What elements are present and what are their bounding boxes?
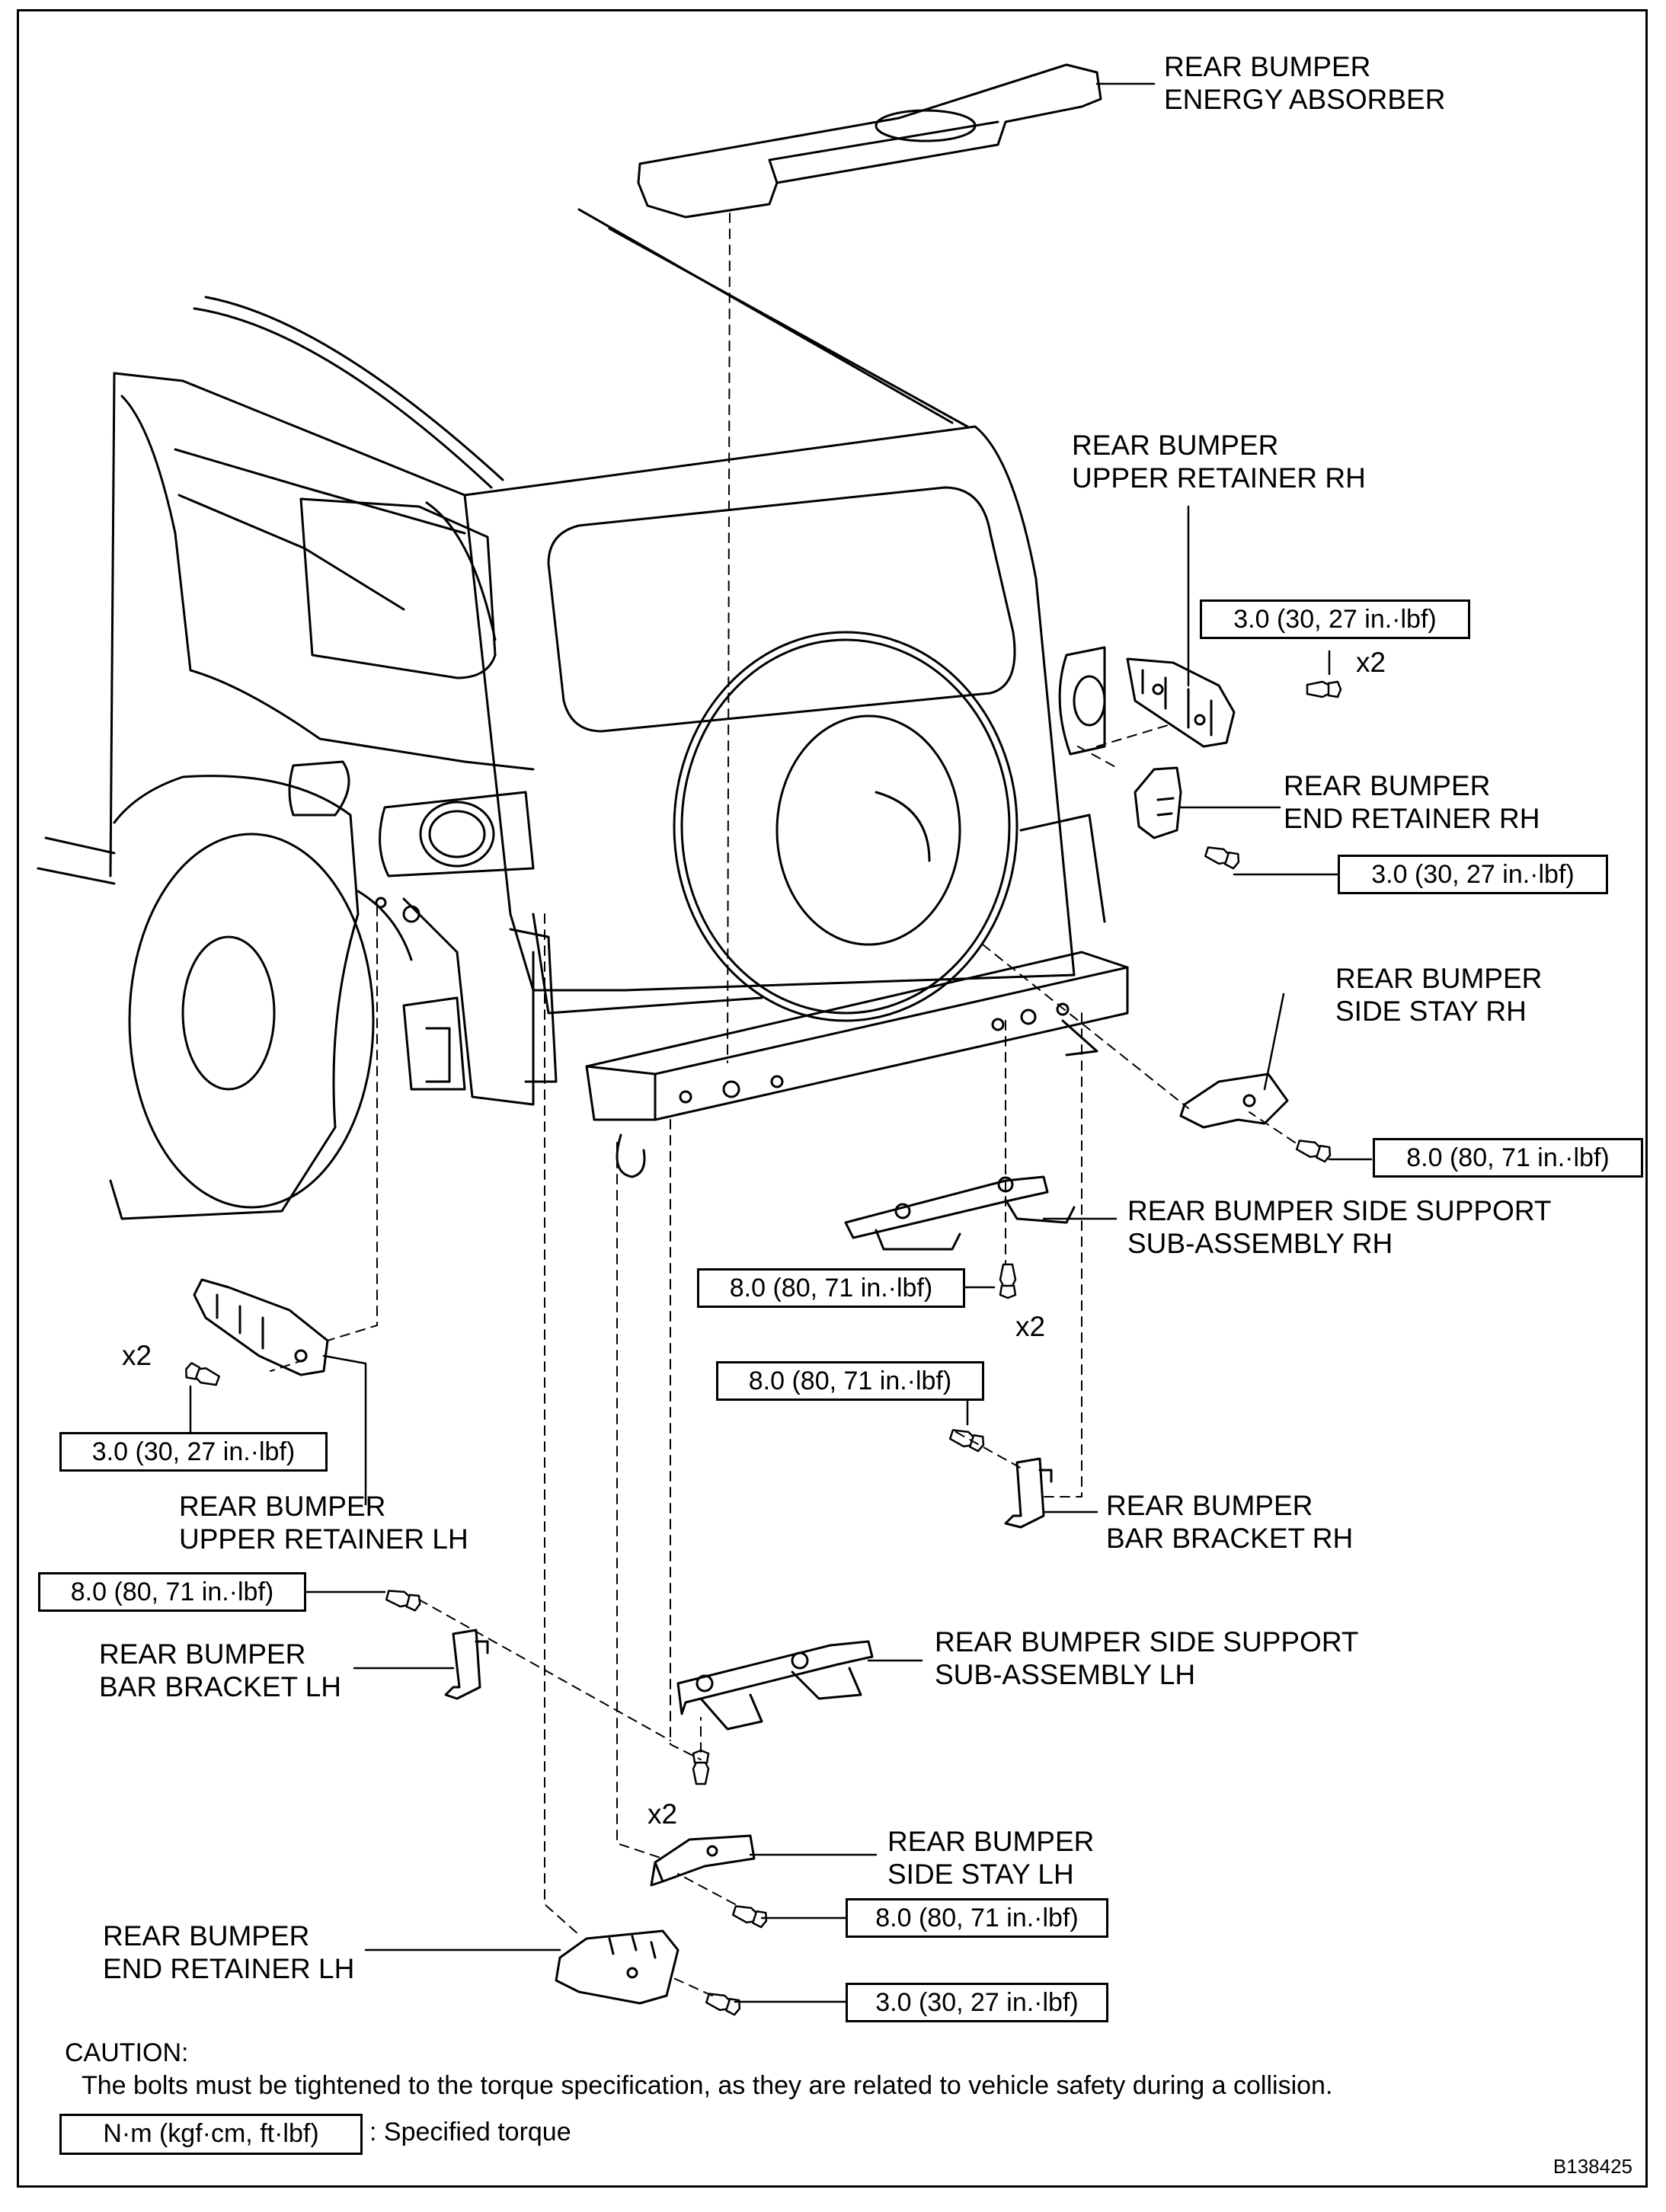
figure-number: B138425 [1552, 2155, 1632, 2178]
alignment-lines [270, 213, 1296, 1996]
upper-retainer-rh-part [1126, 657, 1236, 748]
torque-box-side-stay-rh: 8.0 (80, 71 in.·lbf) [1373, 1138, 1643, 1178]
leader-lines [189, 82, 1373, 2003]
label-side-stay-rh: REAR BUMPER SIDE STAY RH [1335, 962, 1542, 1028]
label-line: REAR BUMPER [1164, 51, 1371, 82]
legend-meaning: : Specified torque [369, 2118, 571, 2146]
end-retainer-lh-part [555, 1929, 680, 2005]
caution-title: CAUTION: [65, 2038, 189, 2067]
torque-box-end-retainer-lh: 3.0 (30, 27 in.·lbf) [846, 1983, 1108, 2022]
torque-box-upper-retainer-lh: 3.0 (30, 27 in.·lbf) [59, 1432, 328, 1472]
quantity-side-support-lh: x2 [648, 1798, 678, 1830]
upper-retainer-lh-part [193, 1278, 329, 1376]
quantity-side-support-rh: x2 [1015, 1311, 1046, 1342]
label-line: SIDE STAY LH [887, 1859, 1074, 1890]
label-energy-absorber: REAR BUMPER ENERGY ABSORBER [1164, 50, 1445, 116]
quantity-upper-retainer-lh: x2 [122, 1340, 152, 1371]
label-side-stay-lh: REAR BUMPER SIDE STAY LH [887, 1825, 1094, 1891]
energy-absorber-part [637, 63, 1102, 219]
label-line: SIDE STAY RH [1335, 996, 1527, 1027]
label-bar-bracket-lh: REAR BUMPER BAR BRACKET LH [99, 1638, 341, 1703]
label-line: SUB-ASSEMBLY RH [1127, 1228, 1393, 1259]
label-side-support-rh: REAR BUMPER SIDE SUPPORT SUB-ASSEMBLY RH [1127, 1194, 1551, 1260]
label-line: REAR BUMPER [1284, 770, 1491, 801]
caution-text: The bolts must be tightened to the torqu… [82, 2071, 1333, 2100]
label-side-support-lh: REAR BUMPER SIDE SUPPORT SUB-ASSEMBLY LH [935, 1625, 1358, 1691]
label-line: ENERGY ABSORBER [1164, 84, 1446, 115]
label-line: END RETAINER RH [1284, 803, 1540, 834]
side-stay-lh-part [650, 1834, 756, 1887]
label-bar-bracket-rh: REAR BUMPER BAR BRACKET RH [1106, 1489, 1353, 1555]
label-line: BAR BRACKET LH [99, 1671, 342, 1702]
quantity-upper-retainer-rh: x2 [1356, 647, 1386, 678]
torque-box-upper-retainer-rh: 3.0 (30, 27 in.·lbf) [1200, 599, 1470, 639]
label-line: END RETAINER LH [103, 1953, 355, 1984]
torque-box-side-support-rh: 8.0 (80, 71 in.·lbf) [697, 1268, 965, 1308]
label-line: REAR BUMPER [179, 1491, 386, 1522]
label-line: REAR BUMPER [99, 1638, 306, 1670]
torque-box-end-retainer-rh: 3.0 (30, 27 in.·lbf) [1338, 855, 1608, 894]
label-end-retainer-rh: REAR BUMPER END RETAINER RH [1284, 769, 1540, 835]
label-line: UPPER RETAINER LH [179, 1523, 468, 1555]
side-support-rh-part [844, 1175, 1076, 1251]
legend-unit-box: N·m (kgf·cm, ft·lbf) [59, 2114, 363, 2155]
label-line: REAR BUMPER [887, 1826, 1095, 1857]
label-line: REAR BUMPER [1106, 1490, 1313, 1521]
label-upper-retainer-rh: REAR BUMPER UPPER RETAINER RH [1072, 429, 1366, 494]
diagram-frame [17, 9, 1648, 2188]
bar-bracket-rh-part [1004, 1457, 1053, 1529]
label-line: REAR BUMPER [1072, 430, 1279, 461]
label-line: BAR BRACKET RH [1106, 1523, 1354, 1554]
bolts [185, 680, 1342, 2016]
label-line: REAR BUMPER [103, 1920, 310, 1951]
label-line: REAR BUMPER SIDE SUPPORT [935, 1626, 1359, 1657]
torque-box-bar-bracket-rh: 8.0 (80, 71 in.·lbf) [716, 1361, 984, 1401]
label-upper-retainer-lh: REAR BUMPER UPPER RETAINER LH [179, 1490, 468, 1555]
torque-box-bar-bracket-lh: 8.0 (80, 71 in.·lbf) [38, 1572, 306, 1612]
label-line: REAR BUMPER [1335, 963, 1543, 994]
label-line: UPPER RETAINER RH [1072, 462, 1366, 494]
side-support-lh-part [676, 1640, 874, 1731]
label-line: REAR BUMPER SIDE SUPPORT [1127, 1195, 1552, 1226]
torque-box-side-stay-lh: 8.0 (80, 71 in.·lbf) [846, 1898, 1108, 1938]
side-stay-rh-part [1179, 1072, 1289, 1129]
bar-bracket-lh-part [444, 1629, 489, 1700]
label-line: SUB-ASSEMBLY LH [935, 1659, 1196, 1690]
end-retainer-rh-part [1134, 766, 1182, 839]
vehicle-body [37, 208, 1129, 1220]
label-end-retainer-lh: REAR BUMPER END RETAINER LH [103, 1920, 354, 1985]
